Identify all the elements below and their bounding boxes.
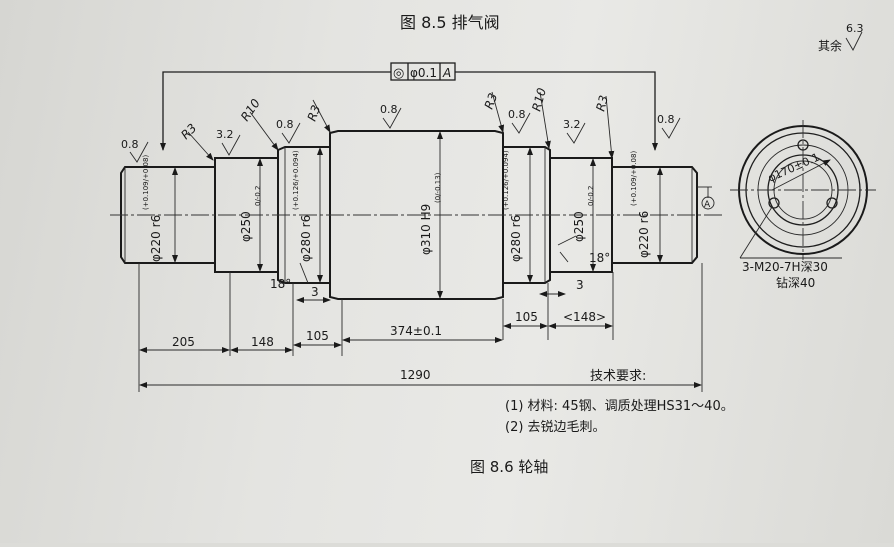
length-l5: 105 [515,310,538,324]
concentricity-frame: ◎ φ0.1 A [160,62,658,151]
tolerance-datum: A [442,66,451,80]
radius-r3-c: R3 [482,91,501,111]
roughness-value-4: 0.8 [380,103,398,116]
tech-req-item-1: (1) 材料: 45钢、调质处理HS31～40。 [505,399,734,414]
angle-right: 18° [589,251,610,265]
roughness-symbol-7: 0.8 [657,113,681,139]
other-roughness-label: 其余 [818,38,842,53]
chamfer-detail-left: 18° 3 [270,262,331,303]
end-view: φ170±0.1 3-M20-7H深30 钻深40 [730,120,876,290]
length-l6: <148> [563,310,606,324]
diameter-label-2: φ250 [239,211,253,242]
diameter-tol-5: (+0.126/+0.094) [502,150,510,210]
roughness-value-2: 3.2 [216,128,234,141]
length-l2: 148 [251,335,274,349]
diameter-tol-2: 0/-0.2 [254,186,262,206]
radius-r3-b: R3 [305,103,324,123]
tech-req-item-2: (2) 去锐边毛刺。 [505,420,606,435]
diameter-label-5: φ280 r6 [509,215,523,262]
roughness-value-other: 6.3 [846,22,864,35]
roughness-value-1: 0.8 [121,138,139,151]
roughness-value-5: 0.8 [508,108,526,121]
roughness-symbol-6: 3.2 [563,118,586,144]
roughness-symbol-other: 6.3 [845,22,864,51]
length-dimensions: 205 148 105 374±0.1 105 <148> 1290 [139,310,702,388]
length-total: 1290 [400,368,431,382]
diameter-tol-4: (0/-0.13) [434,172,442,203]
diameter-tol-6: 0/-0.2 [587,186,595,206]
diameter-label-4: φ310 H9 [419,204,433,255]
roughness-symbol-3: 0.8 [276,118,301,144]
length-l4: 374±0.1 [390,324,442,338]
datum-a-marker: A [697,186,715,210]
diameter-dimensions [172,131,663,299]
radius-r3-d: R3 [593,94,611,113]
roughness-symbol-4: 0.8 [380,103,402,129]
roughness-symbol-1: 0.8 [121,138,149,163]
roughness-symbol-5: 0.8 [508,108,531,134]
thread-note: 3-M20-7H深30 [742,260,828,274]
figure-caption-bottom: 图 8.6 轮轴 [470,458,548,476]
concentricity-symbol: ◎ [393,66,404,81]
figure-caption-top: 图 8.5 排气阀 [400,13,500,32]
radius-r10-b: R10 [529,86,549,113]
drill-note: 钻深40 [776,275,815,290]
diameter-tol-1: (+0.109/+0.08) [142,155,150,210]
tolerance-value: φ0.1 [410,66,437,80]
roughness-value-7: 0.8 [657,113,675,126]
roughness-value-6: 3.2 [563,118,581,131]
diameter-label-3: φ280 r6 [299,215,313,262]
small-dim-left: 3 [311,285,319,299]
diameter-tol-7: (+0.109/+0.08) [630,151,638,206]
diameter-label-6: φ250 [572,211,586,242]
length-l3: 105 [306,329,329,343]
radius-r10-a: R10 [238,96,263,124]
diameter-label-1: φ220 r6 [149,215,163,262]
technical-requirements: 技术要求: (1) 材料: 45钢、调质处理HS31～40。 (2) 去锐边毛刺… [505,369,734,435]
length-l1: 205 [172,335,195,349]
tech-req-title: 技术要求: [590,369,646,384]
diameter-tol-3: (+0.126/+0.094) [292,150,300,210]
small-dim-right: 3 [576,278,584,292]
angle-left: 18° [270,277,291,291]
datum-a-label: A [704,200,711,210]
extension-lines [138,263,703,392]
roughness-value-3: 0.8 [276,118,294,131]
radius-r3-a: R3 [178,121,199,142]
diameter-label-7: φ220 r6 [637,211,651,258]
chamfer-detail-right: 18° 3 [539,235,610,297]
roughness-symbol-2: 3.2 [216,128,241,156]
